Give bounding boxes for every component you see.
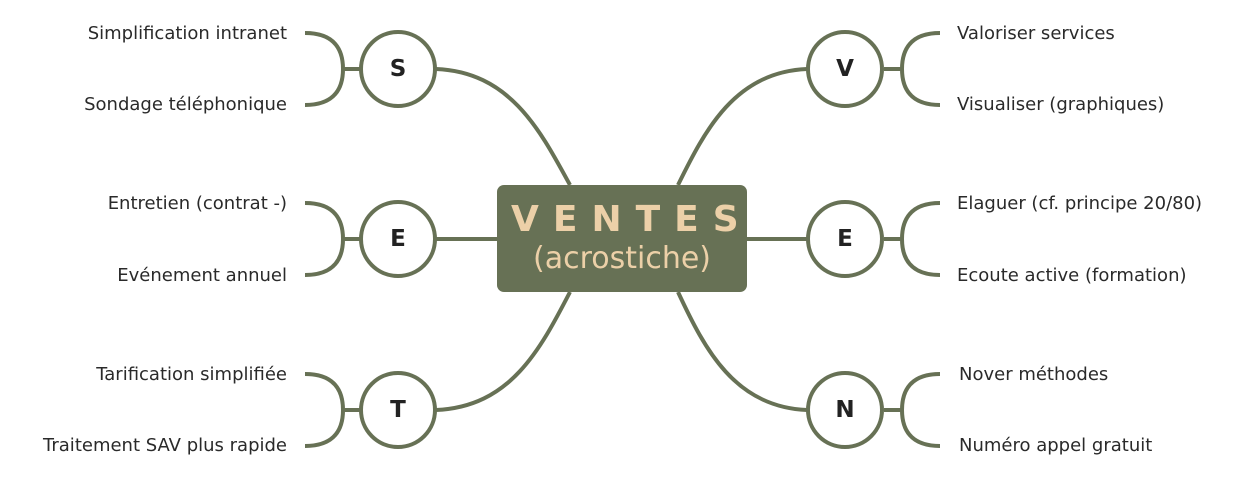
connector-t	[435, 291, 572, 412]
bracket-e-left	[304, 201, 361, 277]
bracket-s	[304, 31, 361, 107]
topic-label[interactable]: Entretien (contrat -)	[107, 193, 287, 214]
bracket-v	[884, 31, 941, 107]
node-e-left[interactable]: E	[390, 226, 406, 252]
topic-label[interactable]: Tarification simplifiée	[96, 364, 287, 385]
node-e-right[interactable]: E	[837, 226, 853, 252]
bracket-t	[304, 372, 361, 448]
connector-s	[435, 67, 572, 186]
topic-label[interactable]: Traitement SAV plus rapide	[43, 435, 287, 456]
topic-label[interactable]: Sondage téléphonique	[84, 94, 287, 115]
topic-label[interactable]: Nover méthodes	[959, 364, 1109, 385]
topic-label[interactable]: Numéro appel gratuit	[959, 435, 1153, 456]
topic-label[interactable]: Ecoute active (formation)	[957, 265, 1187, 286]
node-v[interactable]: V	[836, 56, 854, 82]
central-topic[interactable]: VENTES (acrostiche)	[497, 185, 747, 292]
topic-label[interactable]: Simplification intranet	[87, 23, 287, 44]
central-subtitle: (acrostiche)	[532, 241, 711, 276]
bracket-n	[884, 372, 941, 448]
central-title: VENTES	[511, 199, 753, 240]
connector-n	[676, 291, 808, 412]
node-s[interactable]: S	[389, 56, 407, 82]
topic-label[interactable]: Visualiser (graphiques)	[957, 94, 1165, 115]
topic-label[interactable]: Elaguer (cf. principe 20/80)	[957, 193, 1203, 214]
bracket-e-right	[884, 201, 941, 277]
topic-label[interactable]: Valoriser services	[957, 23, 1115, 44]
node-t[interactable]: T	[390, 397, 406, 423]
topic-label[interactable]: Evénement annuel	[117, 265, 287, 286]
node-n[interactable]: N	[835, 397, 855, 423]
connector-v	[676, 67, 808, 186]
